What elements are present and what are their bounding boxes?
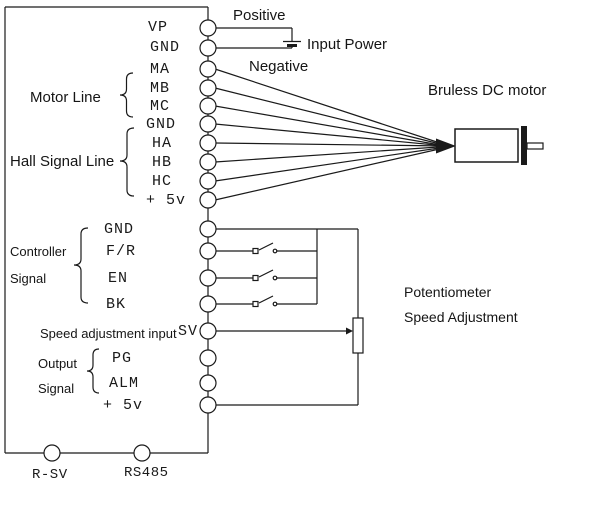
pin-label-gnd-power: GND [150,39,181,56]
pin-circle-ha [199,134,217,152]
switch-fr-blade [258,242,274,251]
pin-label-bk: BK [106,296,127,313]
pin-circle-mc [199,97,217,115]
label-motor-title: Bruless DC motor [428,82,547,99]
label-motor-line-group: Motor Line [30,89,101,106]
pin-circle-gnd-power [199,39,217,57]
motor-body [454,128,519,163]
pin-label-vp: VP [148,19,169,36]
wire-hall-gnd [214,123,447,147]
switch-fr-pole [272,248,278,254]
switch-fr-contact [252,247,259,255]
pin-label-out-5v: + 5v [103,397,144,414]
label-potentiometer-1: Potentiometer [404,284,492,300]
label-input-power: Input Power [307,36,388,53]
pin-circle-hc [199,172,217,190]
label-potentiometer-2: Speed Adjustment [404,309,518,325]
pin-circle-ma [199,60,217,78]
pin-label-ma: MA [150,61,171,78]
potentiometer-symbol [352,317,364,354]
switch-en-pole [272,275,278,281]
pin-label-hall-5v: + 5v [146,192,187,209]
pin-label-ha: HA [152,135,173,152]
pin-circle-en [199,269,217,287]
label-controller-group-1: Controller [10,244,67,259]
motor-arrow-icon [436,138,456,154]
label-controller-group-2: Signal [10,271,47,286]
pin-circle-out-5v [199,396,217,414]
output-brace [86,348,100,394]
switch-bk-pole [272,301,278,307]
hall-brace [119,127,135,197]
wire-mc [214,105,447,147]
pin-label-pg: PG [112,350,133,367]
wire-hb [214,145,447,163]
pin-circle-ctrl-gnd [199,220,217,238]
pin-label-hall-gnd: GND [146,116,177,133]
pin-label-fr: F/R [106,243,137,260]
label-speed-input: Speed adjustment input [40,326,177,341]
wire-mb [214,87,447,147]
wire-ma [214,68,447,146]
switch-bk-blade [258,295,274,304]
pin-label-alm: ALM [109,375,140,392]
switch-en-contact [252,274,259,282]
switch-en-blade [258,269,274,278]
pin-circle-hall-gnd [199,115,217,133]
motor-shaft [526,142,544,150]
pin-circle-bk [199,295,217,313]
pin-label-rs485: RS485 [124,465,169,481]
pin-circle-pg [199,349,217,367]
wire-ha [214,142,447,147]
controller-brace [73,227,89,304]
label-output-group-1: Output [38,356,78,371]
pin-label-en: EN [108,270,129,287]
pin-label-mb: MB [150,80,171,97]
pin-label-ctrl-gnd: GND [104,221,135,238]
motor-line-brace [119,72,134,118]
pin-circle-alm [199,374,217,392]
pin-label-mc: MC [150,98,171,115]
label-negative: Negative [249,58,309,75]
pin-circle-vp [199,19,217,37]
label-hall-group: Hall Signal Line [10,153,115,170]
pin-circle-rsv [43,444,61,462]
wire-hc [214,146,447,182]
sv-arrow-icon [346,327,353,335]
switch-bk-contact [252,300,259,308]
pin-circle-sv [199,322,217,340]
label-output-group-2: Signal [38,381,75,396]
motor-flange [521,126,527,165]
pin-label-rsv: R-SV [32,467,68,483]
pin-label-sv: SV [178,323,199,340]
pin-circle-hall-5v [199,191,217,209]
pin-circle-mb [199,79,217,97]
label-positive: Positive [233,7,286,24]
pin-circle-fr [199,242,217,260]
pin-label-hc: HC [152,173,173,190]
wire-hall-5v [214,146,447,201]
pin-label-hb: HB [152,154,173,171]
pin-circle-hb [199,153,217,171]
pin-circle-rs485 [133,444,151,462]
